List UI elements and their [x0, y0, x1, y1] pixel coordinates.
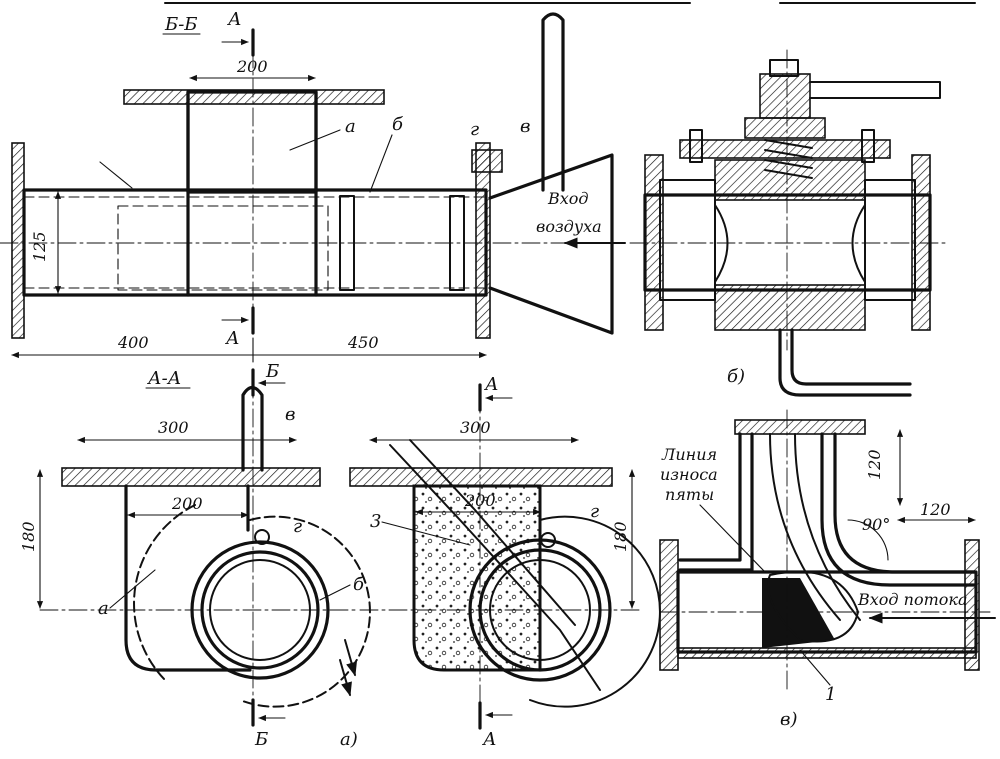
view-b-valve: б) [629, 49, 946, 397]
dim-450: 450 [347, 333, 379, 352]
wear-line-text-2: износа [660, 465, 718, 484]
wear-line-text-1: Линия [661, 445, 717, 464]
dim-200-left: 200 [171, 494, 203, 513]
section-aa-label: А-А [146, 368, 181, 389]
inner-sleeve [117, 205, 329, 291]
aa-part-v: в [285, 404, 295, 425]
valve-bore [643, 193, 932, 292]
aa-pin-g [254, 529, 270, 545]
mid-part-g: г [590, 501, 599, 522]
pin-g [471, 149, 503, 173]
elbow-part-1: 1 [825, 684, 836, 705]
part-label-a-top: а [345, 116, 356, 137]
cut-a-mid-top: А [483, 374, 499, 395]
angle-90: 90° [862, 515, 890, 534]
dim-180-mid: 180 [611, 521, 630, 552]
air-inlet-text-1: Вход [547, 189, 589, 208]
aa-part-a: а [98, 598, 109, 619]
dim-300-left: 300 [158, 418, 189, 437]
cut-a-mid-bottom: А [481, 729, 497, 750]
dim-125: 125 [30, 231, 49, 262]
dim-200-top: 200 [236, 57, 268, 76]
handle-rod-v [541, 12, 565, 192]
cut-a-bottom: А [224, 328, 240, 349]
view-section-filled: А А 300 200 180 3 г [349, 374, 661, 750]
air-inlet-text-2: воздуха [536, 217, 602, 236]
wear-line-text-3: пяты [665, 485, 714, 504]
dim-120-horiz: 120 [920, 500, 951, 519]
dim-300-mid: 300 [460, 418, 491, 437]
mid-part-3: 3 [370, 511, 381, 532]
view-v-elbow: 120 120 90° Линия износа пяты Вход поток… [659, 409, 996, 730]
fig-label-v: в) [780, 709, 798, 730]
left-flange [11, 142, 25, 339]
part-label-b-top: б [392, 114, 404, 135]
right-flange [475, 142, 491, 339]
elbow-outer-wall [678, 432, 742, 562]
fig-label-b: б) [727, 366, 745, 387]
fig-label-a: а) [340, 729, 358, 750]
part-label-v-top: в [520, 116, 530, 137]
cut-b-bottom: Б [254, 729, 268, 750]
view-section-aa: А-А Б Б 300 200 180 в г [19, 361, 371, 750]
aa-housing-a [124, 484, 252, 672]
dim-200-mid: 200 [464, 491, 496, 510]
dim-120-vert: 120 [865, 449, 884, 480]
section-bb-label: Б-Б [164, 14, 198, 35]
cut-b-top: Б [265, 361, 279, 382]
wear-heel [762, 578, 835, 648]
aa-part-g: г [293, 516, 302, 537]
dim-180-left: 180 [19, 521, 38, 552]
dim-400: 400 [117, 333, 149, 352]
top-stub-a [186, 90, 318, 194]
aa-part-b: б [353, 574, 365, 595]
part-label-g-top: г [470, 119, 479, 140]
view-section-bb: Б-Б А А 200 [0, 9, 626, 363]
cut-a-top: А [226, 9, 242, 30]
flow-inlet-text: Вход потока [857, 590, 967, 609]
